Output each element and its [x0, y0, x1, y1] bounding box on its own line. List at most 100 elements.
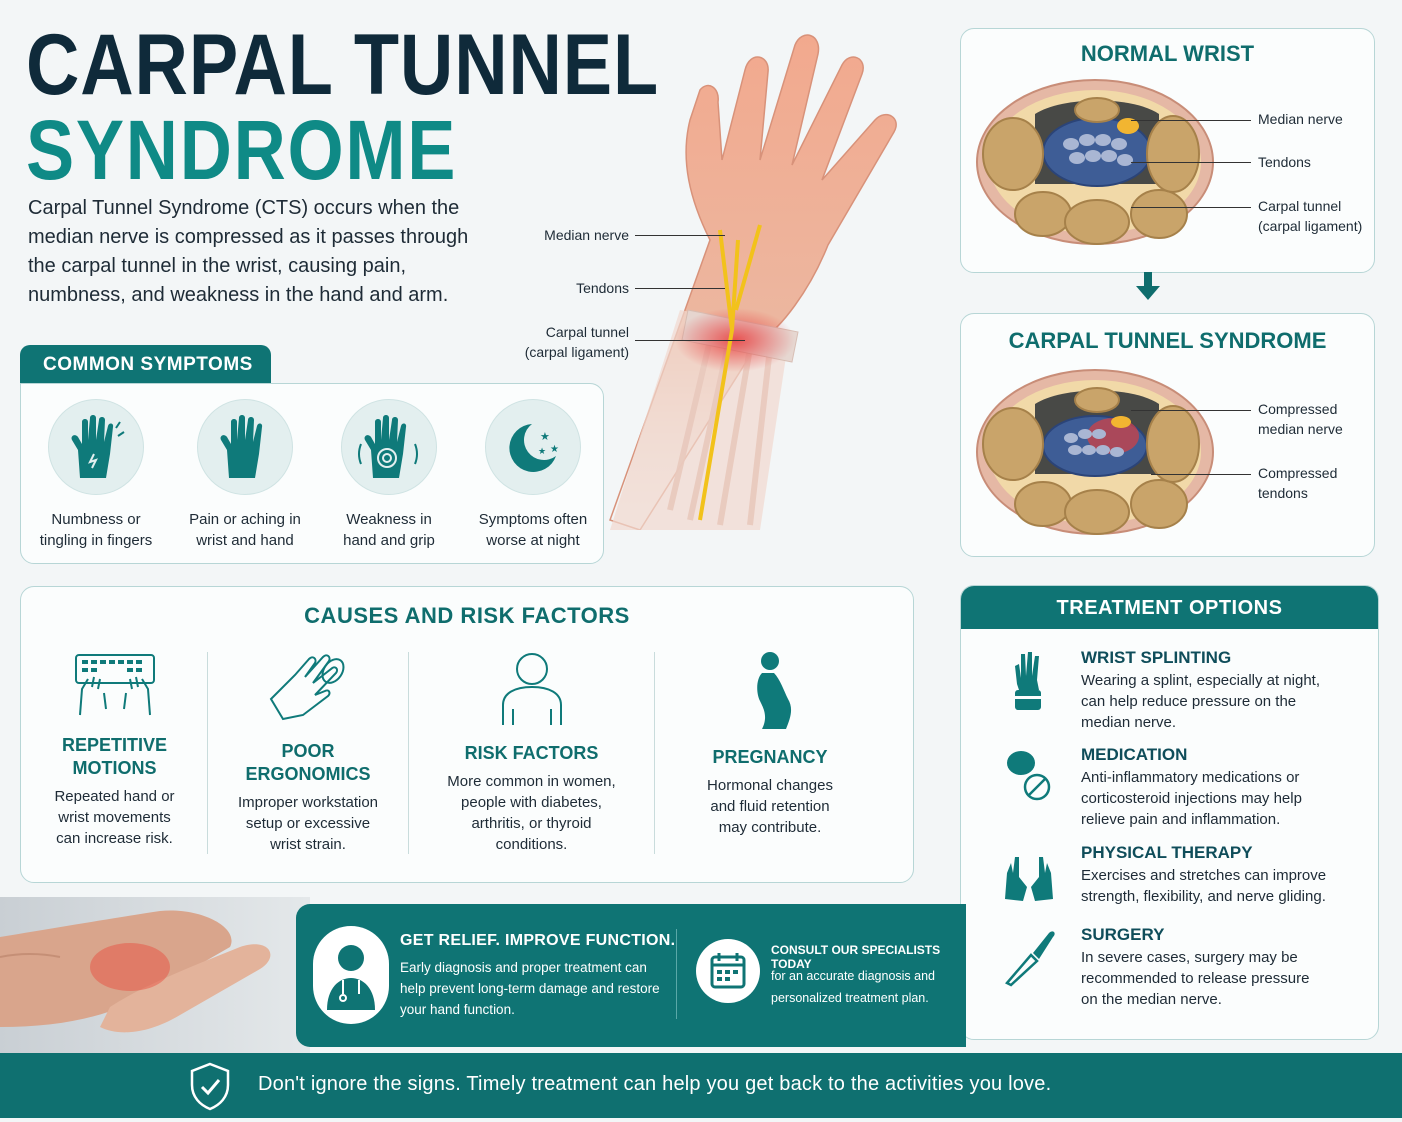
treatment-item: PHYSICAL THERAPY Exercises and stretches… [1001, 843, 1371, 913]
treatment-card: TREATMENT OPTIONS WRIST SPLINTING Wearin… [960, 585, 1379, 1040]
cause-text-line: setup or excessive [245, 815, 371, 832]
intro-paragraph: Carpal Tunnel Syndrome (CTS) occurs when… [28, 197, 469, 306]
normal-wrist-card: NORMAL WRIST Median nerve Tendons Carpal… [960, 28, 1375, 273]
therapy-hands-icon [1005, 857, 1053, 901]
mouse-hand-icon [269, 654, 345, 721]
treatment-text-line: relieve pain and inflammation. [1081, 811, 1281, 828]
normal-label-median-nerve: Median nerve [1258, 111, 1343, 127]
cause-head-line1: REPETITIVE [61, 735, 168, 755]
treatment-text-line: on the median nerve. [1081, 991, 1222, 1008]
doctor-icon [313, 926, 389, 1024]
cause-text-line: and fluid retention [710, 798, 830, 815]
calendar-icon[interactable] [696, 939, 760, 1003]
consult-heading[interactable]: CONSULT OUR SPECIALISTS TODAY [771, 943, 941, 971]
pregnant-woman-icon [757, 652, 792, 729]
treatment-text-line: In severe cases, surgery may be [1081, 949, 1298, 966]
hand-label-carpal-ligament: (carpal ligament) [524, 344, 629, 360]
cause-text-line: More common in women, [447, 773, 616, 790]
normal-wrist-cross-section [976, 79, 1214, 245]
hand-label-carpal-tunnel: Carpal tunnel [545, 324, 629, 340]
symptom-label-line2: hand and grip [343, 532, 435, 549]
treatment-text-line: strength, flexibility, and nerve gliding… [1081, 888, 1326, 905]
symptom-item: Weakness in hand and grip [316, 399, 462, 551]
footer-banner: Don't ignore the signs. Timely treatment… [0, 1053, 1402, 1118]
symptom-label-line1: Pain or aching in [189, 511, 301, 528]
normal-label-carpal-tunnel: Carpal tunnel [1258, 198, 1342, 214]
cause-text-line: wrist movements [58, 809, 171, 826]
symptom-label-line2: worse at night [486, 532, 580, 549]
treatment-head: WRIST SPLINTING [1081, 648, 1232, 667]
causes-title: CAUSES AND RISK FACTORS [304, 603, 630, 628]
hand-illustration [560, 10, 960, 531]
cts-label-tendons-line1: Compressed [1258, 465, 1338, 481]
normal-label-carpal-ligament: (carpal ligament) [1258, 218, 1363, 234]
symptoms-title: COMMON SYMPTOMS [20, 345, 271, 385]
cause-head-line1: PREGNANCY [712, 747, 828, 767]
symptom-item: Numbness or tingling in fingers [23, 399, 169, 551]
promo-text: Early diagnosis and proper treatment can… [400, 960, 660, 1017]
treatment-text-line: Anti-inflammatory medications or [1081, 769, 1300, 786]
weak-hand-icon [341, 399, 437, 495]
cause-text-line: conditions. [495, 836, 568, 853]
promo-heading: GET RELIEF. IMPROVE FUNCTION. [400, 932, 676, 949]
divider [207, 652, 208, 854]
keyboard-hands-icon [74, 654, 155, 716]
tingling-hand-icon [48, 399, 144, 495]
hand-anatomy-graphic [609, 34, 897, 531]
pills-icon [1007, 751, 1051, 801]
symptom-label-line1: Weakness in [346, 511, 432, 528]
cts-label-tendons-line2: tendons [1258, 485, 1308, 501]
cause-item: PREGNANCY Hormonal changes and fluid rete… [655, 649, 885, 838]
consult-text: for an accurate diagnosis and personaliz… [771, 969, 935, 1005]
cts-label-nerve-line2: median nerve [1258, 421, 1343, 437]
treatment-text-line: recommended to release pressure [1081, 970, 1310, 987]
treatment-head: SURGERY [1081, 925, 1165, 944]
treatment-head: MEDICATION [1081, 745, 1188, 764]
treatment-title: TREATMENT OPTIONS [961, 586, 1378, 629]
symptom-label-line2: tingling in fingers [39, 532, 153, 549]
hand-label-median-nerve: Median nerve [544, 227, 629, 243]
cause-text-line: arthritis, or thyroid [471, 815, 592, 832]
svg-text:★: ★ [540, 430, 550, 443]
normal-label-tendons: Tendons [1258, 154, 1311, 170]
treatment-head: PHYSICAL THERAPY [1081, 843, 1253, 862]
shield-check-icon [190, 1062, 230, 1111]
treatment-text-line: Wearing a splint, especially at night, [1081, 672, 1321, 689]
symptoms-card: Numbness or tingling in fingers Pain or a… [20, 383, 604, 564]
promo-banner: GET RELIEF. IMPROVE FUNCTION. Early diag… [296, 904, 966, 1047]
treatment-text-line: Exercises and stretches can improve [1081, 867, 1327, 884]
cause-text-line: may contribute. [718, 819, 822, 836]
cause-text-line: can increase risk. [56, 830, 173, 847]
cause-text-line: Hormonal changes [707, 777, 833, 794]
svg-text:★: ★ [550, 444, 559, 455]
cause-head-line1: RISK FACTORS [464, 743, 599, 763]
cause-text-line: wrist strain. [270, 836, 346, 853]
arrow-down-icon [1136, 272, 1160, 300]
scalpel-icon [1005, 931, 1055, 987]
footer-text: Don't ignore the signs. Timely treatment… [258, 1073, 1052, 1095]
cts-label-nerve-line1: Compressed [1258, 401, 1338, 417]
wrist-pain-photo [0, 897, 310, 1053]
page-title-line1: CARPAL TUNNEL [26, 17, 659, 113]
cause-text-line: people with diabetes, [461, 794, 602, 811]
treatment-text-line: corticosteroid injections may help [1081, 790, 1302, 807]
treatment-item: MEDICATION Anti-inflammatory medications… [1001, 745, 1371, 828]
cause-text-line: Repeated hand or [54, 788, 175, 805]
aching-hand-icon [197, 399, 293, 495]
divider [408, 652, 409, 854]
normal-wrist-title: NORMAL WRIST [1080, 41, 1255, 66]
symptom-label-line2: wrist and hand [196, 532, 294, 549]
divider [654, 652, 655, 854]
divider [676, 929, 677, 1019]
treatment-text-line: median nerve. [1081, 714, 1177, 731]
symptom-item: Pain or aching in wrist and hand [172, 399, 318, 551]
treatment-item: SURGERY In severe cases, surgery may be r… [1001, 925, 1371, 1008]
cts-wrist-cross-section [976, 369, 1214, 535]
cts-wrist-title: CARPAL TUNNEL SYNDROME [1008, 328, 1327, 353]
symptom-label-line1: Numbness or [51, 511, 141, 528]
splint-icon [1015, 652, 1041, 710]
cause-head-line2: ERGONOMICS [245, 764, 371, 784]
